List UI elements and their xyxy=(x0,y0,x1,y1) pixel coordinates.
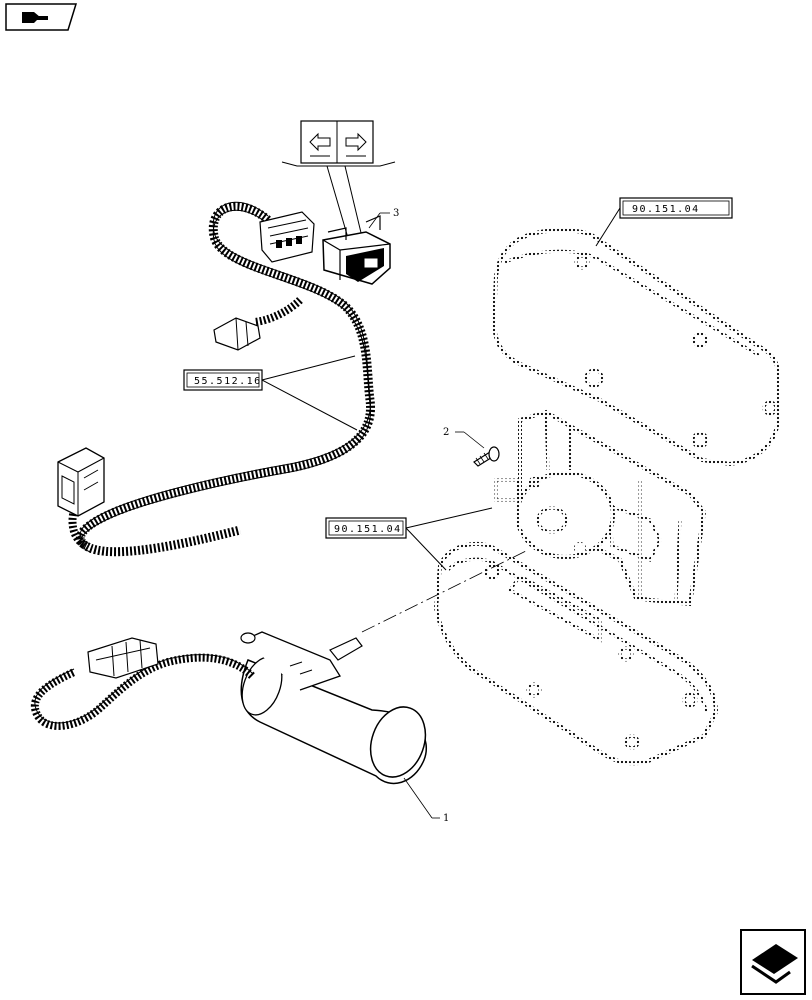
prev-page-arrow-icon xyxy=(22,12,48,23)
callout-3: 3 xyxy=(368,208,399,229)
arrow-right-icon xyxy=(345,132,367,157)
harness-connector-left xyxy=(57,447,105,517)
previous-page-button[interactable] xyxy=(5,3,78,31)
motor-cable xyxy=(30,653,255,730)
bolt xyxy=(473,446,500,467)
callout-3-label: 3 xyxy=(393,208,399,219)
wiper-motor xyxy=(240,631,428,785)
next-page-button[interactable] xyxy=(740,929,806,995)
reference-55-512-16[interactable]: 55.512.16 xyxy=(183,369,263,391)
reference-90-151-04-top-label: 90.151.04 xyxy=(632,204,700,215)
callout-2-label: 2 xyxy=(443,427,449,438)
reference-90-151-04-mid-label: 90.151.04 xyxy=(334,524,402,535)
reference-55-512-16-label: 55.512.16 xyxy=(194,376,262,387)
reference-90-151-04-mid[interactable]: 90.151.04 xyxy=(325,517,407,539)
gear-housing xyxy=(494,471,615,559)
harness-connector-top xyxy=(259,211,315,263)
wiring-harness xyxy=(68,201,376,557)
callout-2: 2 xyxy=(443,427,485,449)
bottom-cover xyxy=(433,542,719,766)
assembly-centerline xyxy=(361,549,529,633)
callout-1-label: 1 xyxy=(443,813,449,824)
rocker-switch xyxy=(322,215,391,285)
top-cover xyxy=(491,228,781,467)
harness-plug-small xyxy=(213,317,261,351)
motor-connector xyxy=(87,637,159,679)
callout-1: 1 xyxy=(403,777,449,824)
arrow-left-icon xyxy=(309,132,331,157)
reference-90-151-04-top[interactable]: 90.151.04 xyxy=(619,197,733,219)
next-page-arrow-icon xyxy=(751,944,798,984)
